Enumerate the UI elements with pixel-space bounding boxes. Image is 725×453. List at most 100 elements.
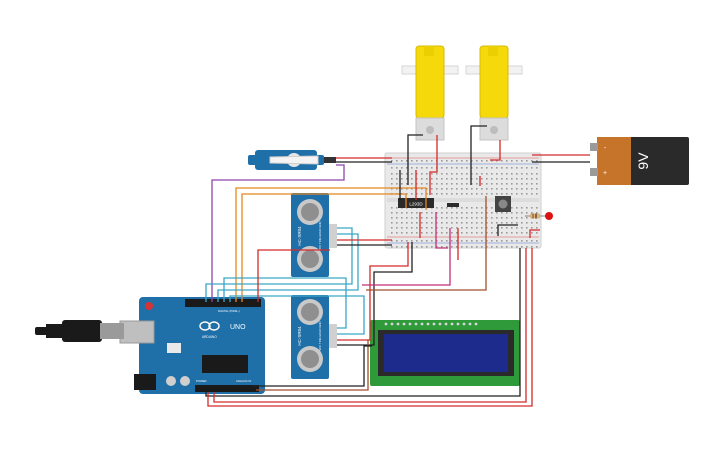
- breadboard-hole: [391, 222, 393, 224]
- arduino-analog-label: ANALOG IN: [236, 379, 251, 383]
- breadboard-hole: [516, 217, 518, 219]
- breadboard-hole: [391, 240, 393, 242]
- breadboard-hole: [416, 160, 418, 162]
- battery-label: 9V: [635, 152, 651, 170]
- lcd-pin: [426, 322, 430, 326]
- breadboard-hole: [391, 167, 393, 169]
- arduino-power-label: POWER: [196, 379, 207, 383]
- breadboard-hole: [396, 232, 398, 234]
- breadboard-hole: [496, 173, 498, 175]
- breadboard-hole: [441, 193, 443, 195]
- breadboard-hole: [396, 246, 398, 248]
- breadboard-hole: [401, 240, 403, 242]
- dc-motor-right: [465, 45, 523, 141]
- breadboard-hole: [471, 227, 473, 229]
- breadboard-hole: [401, 183, 403, 185]
- breadboard-hole: [531, 207, 533, 209]
- breadboard-hole: [441, 160, 443, 162]
- breadboard-hole: [516, 167, 518, 169]
- breadboard-hole: [466, 217, 468, 219]
- breadboard-hole: [506, 232, 508, 234]
- breadboard-hole: [426, 227, 428, 229]
- breadboard-hole: [491, 240, 493, 242]
- breadboard-hole: [431, 246, 433, 248]
- breadboard-hole: [481, 227, 483, 229]
- breadboard-hole: [426, 167, 428, 169]
- breadboard-hole: [486, 178, 488, 180]
- breadboard-hole: [451, 240, 453, 242]
- breadboard-hole: [411, 183, 413, 185]
- breadboard-hole: [471, 246, 473, 248]
- breadboard-hole: [536, 193, 538, 195]
- breadboard-hole: [446, 217, 448, 219]
- breadboard-hole: [526, 232, 528, 234]
- breadboard-hole: [461, 167, 463, 169]
- breadboard-hole: [506, 160, 508, 162]
- breadboard-hole: [526, 212, 528, 214]
- breadboard-hole: [491, 183, 493, 185]
- breadboard-hole: [411, 227, 413, 229]
- breadboard-hole: [401, 167, 403, 169]
- breadboard-hole: [416, 240, 418, 242]
- breadboard-hole: [526, 217, 528, 219]
- breadboard-hole: [501, 240, 503, 242]
- lcd-pin: [414, 322, 418, 326]
- breadboard-hole: [526, 160, 528, 162]
- breadboard-hole: [496, 222, 498, 224]
- breadboard-hole: [476, 240, 478, 242]
- breadboard-hole: [531, 188, 533, 190]
- breadboard-hole: [466, 188, 468, 190]
- breadboard-hole: [521, 193, 523, 195]
- breadboard-hole: [471, 232, 473, 234]
- breadboard-hole: [471, 160, 473, 162]
- breadboard-hole: [441, 183, 443, 185]
- breadboard-hole: [481, 222, 483, 224]
- breadboard-hole: [466, 193, 468, 195]
- breadboard-hole: [396, 222, 398, 224]
- breadboard-hole: [531, 160, 533, 162]
- breadboard-hole: [421, 222, 423, 224]
- breadboard-hole: [461, 240, 463, 242]
- breadboard-hole: [496, 193, 498, 195]
- breadboard-hole: [466, 160, 468, 162]
- breadboard-hole: [516, 240, 518, 242]
- pushbutton[interactable]: [495, 196, 511, 212]
- breadboard-hole: [396, 227, 398, 229]
- breadboard-hole: [416, 212, 418, 214]
- breadboard-hole: [421, 160, 423, 162]
- breadboard-hole: [486, 217, 488, 219]
- breadboard-hole: [501, 246, 503, 248]
- breadboard-hole: [481, 178, 483, 180]
- resistor: [525, 213, 545, 219]
- breadboard-hole: [481, 240, 483, 242]
- breadboard-hole: [446, 240, 448, 242]
- breadboard-hole: [421, 173, 423, 175]
- breadboard-hole: [421, 193, 423, 195]
- breadboard-hole: [461, 212, 463, 214]
- breadboard-hole: [521, 222, 523, 224]
- breadboard-hole: [481, 160, 483, 162]
- breadboard-hole: [516, 246, 518, 248]
- breadboard-hole: [471, 240, 473, 242]
- breadboard-hole: [511, 227, 513, 229]
- breadboard-hole: [531, 173, 533, 175]
- breadboard-hole: [476, 178, 478, 180]
- breadboard-hole: [406, 232, 408, 234]
- breadboard-hole: [461, 173, 463, 175]
- breadboard-hole: [511, 193, 513, 195]
- breadboard-hole: [511, 207, 513, 209]
- breadboard-hole: [486, 207, 488, 209]
- breadboard-hole: [506, 222, 508, 224]
- breadboard-hole: [456, 222, 458, 224]
- breadboard-hole: [451, 183, 453, 185]
- breadboard-hole: [491, 173, 493, 175]
- breadboard-hole: [516, 173, 518, 175]
- breadboard-hole: [476, 183, 478, 185]
- breadboard-hole: [406, 222, 408, 224]
- breadboard-hole: [481, 207, 483, 209]
- breadboard-hole: [411, 240, 413, 242]
- battery-plus: +: [603, 170, 607, 177]
- breadboard-hole: [421, 246, 423, 248]
- breadboard-hole: [491, 167, 493, 169]
- breadboard-hole: [431, 222, 433, 224]
